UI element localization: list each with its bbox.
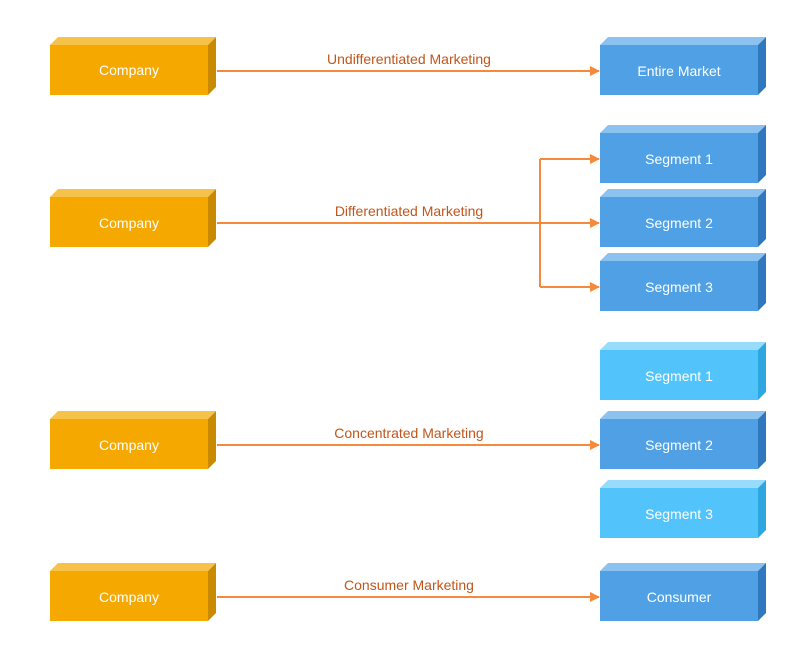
row-differentiated: Company Differentiated Marketing Segment…: [50, 125, 766, 311]
company-box: Company: [50, 37, 216, 95]
strategy-label: Consumer Marketing: [344, 577, 474, 593]
target-box-segment-1: Segment 1: [600, 125, 766, 183]
target-label: Segment 1: [645, 368, 713, 384]
strategy-label: Undifferentiated Marketing: [327, 51, 491, 67]
target-label: Entire Market: [637, 63, 720, 79]
target-label: Segment 2: [645, 215, 713, 231]
strategy-label: Concentrated Marketing: [334, 425, 483, 441]
target-box-consumer: Consumer: [600, 563, 766, 621]
target-box-segment-2: Segment 2: [600, 189, 766, 247]
company-box: Company: [50, 189, 216, 247]
company-label: Company: [99, 62, 159, 78]
company-label: Company: [99, 215, 159, 231]
target-box-segment-1: Segment 1: [600, 342, 766, 400]
company-box: Company: [50, 411, 216, 469]
target-label: Consumer: [647, 589, 712, 605]
target-box-segment-3: Segment 3: [600, 480, 766, 538]
row-undifferentiated: Company Undifferentiated Marketing Entir…: [50, 37, 766, 95]
target-label: Segment 2: [645, 437, 713, 453]
company-label: Company: [99, 589, 159, 605]
target-box-segment-2: Segment 2: [600, 411, 766, 469]
target-box-segment-3: Segment 3: [600, 253, 766, 311]
target-label: Segment 3: [645, 506, 713, 522]
target-label: Segment 3: [645, 279, 713, 295]
row-consumer: Company Consumer Marketing Consumer: [50, 563, 766, 621]
target-label: Segment 1: [645, 151, 713, 167]
company-label: Company: [99, 437, 159, 453]
target-box-entire-market: Entire Market: [600, 37, 766, 95]
strategy-label: Differentiated Marketing: [335, 203, 483, 219]
company-box: Company: [50, 563, 216, 621]
row-concentrated: Company Concentrated Marketing Segment 1…: [50, 342, 766, 538]
